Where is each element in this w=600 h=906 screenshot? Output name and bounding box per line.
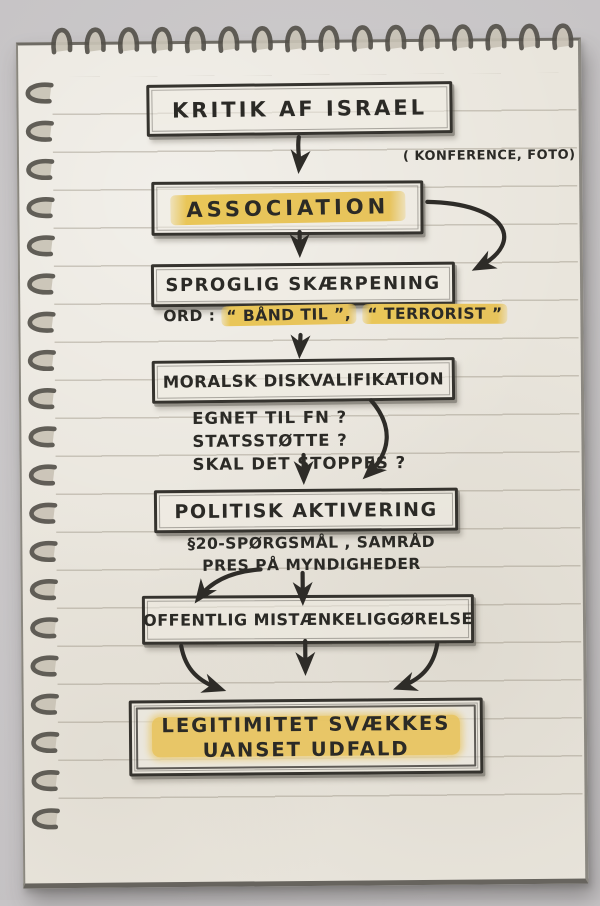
arrow-ord-to-moralsk bbox=[300, 335, 301, 352]
arrow-association-curve-right bbox=[427, 201, 504, 268]
ord-term-terrorist: “ TERRORIST ” bbox=[362, 304, 507, 324]
politisk-note-pres: PRES PÅ MYNDIGHEDER bbox=[166, 553, 456, 578]
ord-prefix: ORD : bbox=[163, 307, 215, 325]
legitimitet-line-2: UANSET UDFALD bbox=[203, 737, 410, 762]
arrow-offentlig-right-to-final bbox=[399, 644, 437, 687]
annotation-ord-line: ORD : “ BÅND TIL ”, “ TERRORIST ” bbox=[150, 303, 520, 326]
node-sproglig-skaerpening: SPROGLIG SKÆRPENING bbox=[151, 262, 455, 308]
annotation-politisk-notes: §20-SPØRGSMÅL , SAMRÅD PRES PÅ MYNDIGHED… bbox=[166, 531, 456, 578]
node-association: ASSOCIATION bbox=[151, 180, 423, 235]
node-moralsk-label: MORALSK DISKVALIFIKATION bbox=[163, 369, 445, 391]
node-offentlig-label: OFFENTLIG MISTÆNKELIGGØRELSE bbox=[143, 609, 473, 630]
ord-term-baand-til: “ BÅND TIL ”, bbox=[221, 304, 356, 327]
node-legitimitet-svaekkes: LEGITIMITET SVÆKKES UANSET UDFALD bbox=[129, 697, 484, 776]
notebook-page: KRITIK AF ISRAEL ( KONFERENCE, FOTO) ASS… bbox=[16, 38, 588, 889]
annotation-questions: EGNET TIL FN ? STATSSTØTTE ? SKAL DET ST… bbox=[192, 405, 406, 476]
politisk-note-paragraf20: §20-SPØRGSMÅL , SAMRÅD bbox=[166, 531, 456, 556]
question-skal-det-stoppes: SKAL DET STOPPES ? bbox=[193, 451, 407, 476]
node-kritik-label: KRITIK AF ISRAEL bbox=[172, 95, 427, 122]
question-statsstoette: STATSSTØTTE ? bbox=[192, 428, 406, 453]
legitimitet-line-1: LEGITIMITET SVÆKKES bbox=[161, 712, 450, 738]
node-kritik-af-israel: KRITIK AF ISRAEL bbox=[146, 81, 453, 137]
arrow-offentlig-left-to-final bbox=[181, 646, 219, 689]
annotation-konference-foto: ( KONFERENCE, FOTO) bbox=[403, 148, 576, 165]
node-association-label: ASSOCIATION bbox=[170, 191, 405, 226]
arrow-kritik-to-association bbox=[298, 137, 299, 167]
node-politisk-aktivering: POLITISK AKTIVERING bbox=[154, 488, 458, 534]
node-sproglig-label: SPROGLIG SKÆRPENING bbox=[165, 273, 440, 296]
question-egnet-til-fn: EGNET TIL FN ? bbox=[192, 405, 406, 430]
node-politisk-label: POLITISK AKTIVERING bbox=[174, 498, 437, 522]
node-moralsk-diskvalifikation: MORALSK DISKVALIFIKATION bbox=[152, 357, 456, 404]
node-offentlig-mistaenkeliggoerelse: OFFENTLIG MISTÆNKELIGGØRELSE bbox=[142, 594, 474, 645]
node-legitimitet-inner-border: LEGITIMITET SVÆKKES UANSET UDFALD bbox=[136, 704, 477, 769]
